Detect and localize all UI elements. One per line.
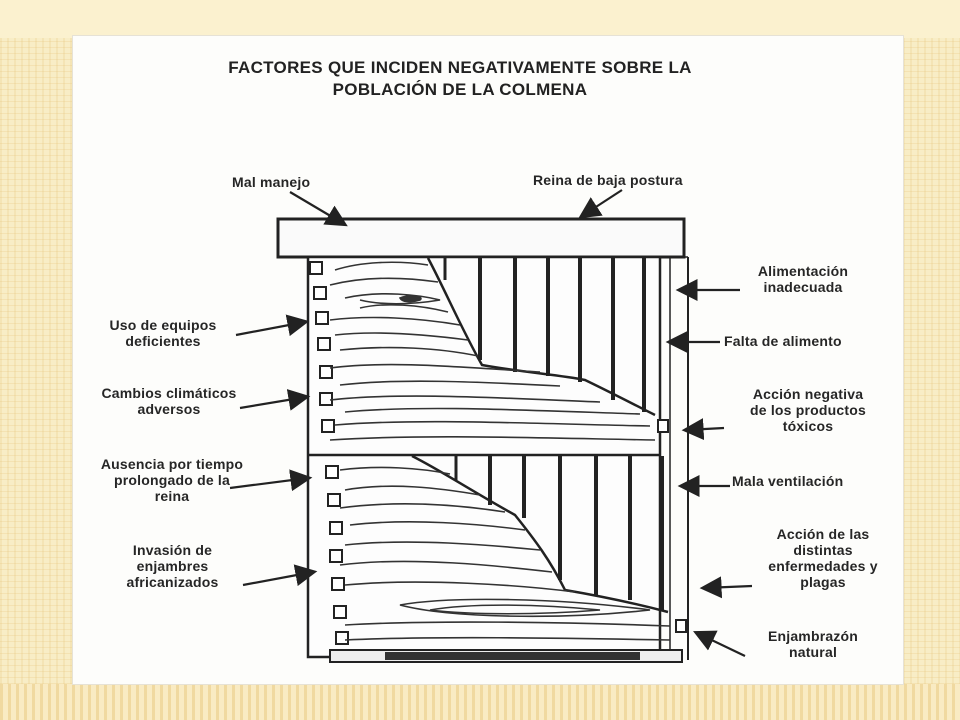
label-mal-manejo: Mal manejo xyxy=(232,174,311,190)
comb-boundary-lower xyxy=(411,454,669,614)
label-mala-ventilacion: Mala ventilación xyxy=(732,473,844,489)
diagram-title-line2: POBLACIÓN DE LA COLMENA xyxy=(332,80,588,99)
wood-grain-lower xyxy=(339,466,671,641)
wood-grain-upper xyxy=(329,261,656,441)
hive-lid xyxy=(276,217,686,259)
label-falta-alimento: Falta de alimento xyxy=(724,333,842,349)
top-strip xyxy=(0,0,960,38)
label-reina-baja-postura: Reina de baja postura xyxy=(533,172,683,188)
upper-frames xyxy=(443,258,646,412)
frame-notches xyxy=(309,261,687,645)
lower-frames xyxy=(454,456,664,610)
hive-body xyxy=(306,255,662,659)
arrows xyxy=(229,189,753,657)
diagram-title-line1: FACTORES QUE INCIDEN NEGATIVAMENTE SOBRE… xyxy=(228,58,692,77)
bottom-strip xyxy=(0,684,960,720)
